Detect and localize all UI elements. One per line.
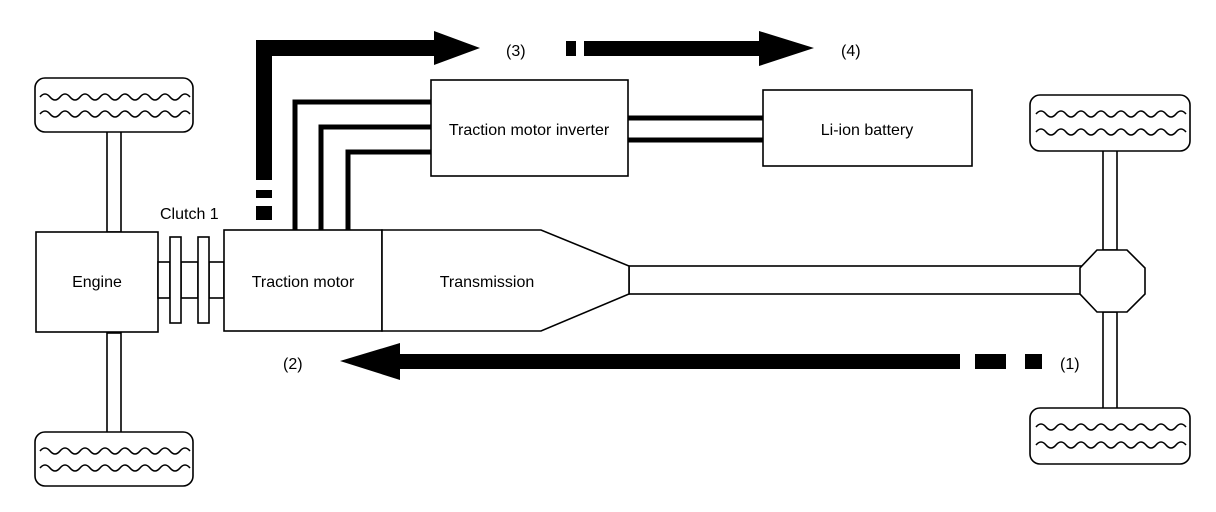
engine-label: Engine <box>72 274 122 291</box>
clutch-plates <box>169 236 210 324</box>
flow-marker-3: (3) <box>506 43 526 60</box>
traction-motor-block: Traction motor <box>223 229 383 332</box>
front-axle <box>106 129 122 436</box>
battery-block: Li-ion battery <box>762 89 973 167</box>
drive-shaft <box>628 265 1085 295</box>
tire-front-top <box>34 77 194 133</box>
differential <box>1079 249 1146 313</box>
flow-arrow-wheel-input <box>340 343 1042 380</box>
inverter-battery-cables <box>628 115 763 143</box>
traction-motor-label: Traction motor <box>252 274 355 291</box>
flow-arrow-regen <box>256 31 814 220</box>
tire-rear-top <box>1029 94 1191 152</box>
engine-clutch-shaft <box>157 261 225 299</box>
transmission-block: Transmission <box>381 229 630 332</box>
inverter-block: Traction motor inverter <box>430 79 629 177</box>
motor-inverter-cables <box>292 99 431 230</box>
flow-marker-2: (2) <box>283 356 303 373</box>
transmission-label: Transmission <box>440 274 535 291</box>
clutch-label: Clutch 1 <box>160 206 219 223</box>
battery-label: Li-ion battery <box>821 122 914 139</box>
flow-marker-4: (4) <box>841 43 861 60</box>
engine-block: Engine <box>35 231 159 333</box>
tire-rear-bottom <box>1029 407 1191 465</box>
flow-marker-1: (1) <box>1060 356 1080 373</box>
tire-front-bottom <box>34 431 194 487</box>
rear-axle <box>1102 149 1118 413</box>
inverter-label: Traction motor inverter <box>449 122 610 139</box>
